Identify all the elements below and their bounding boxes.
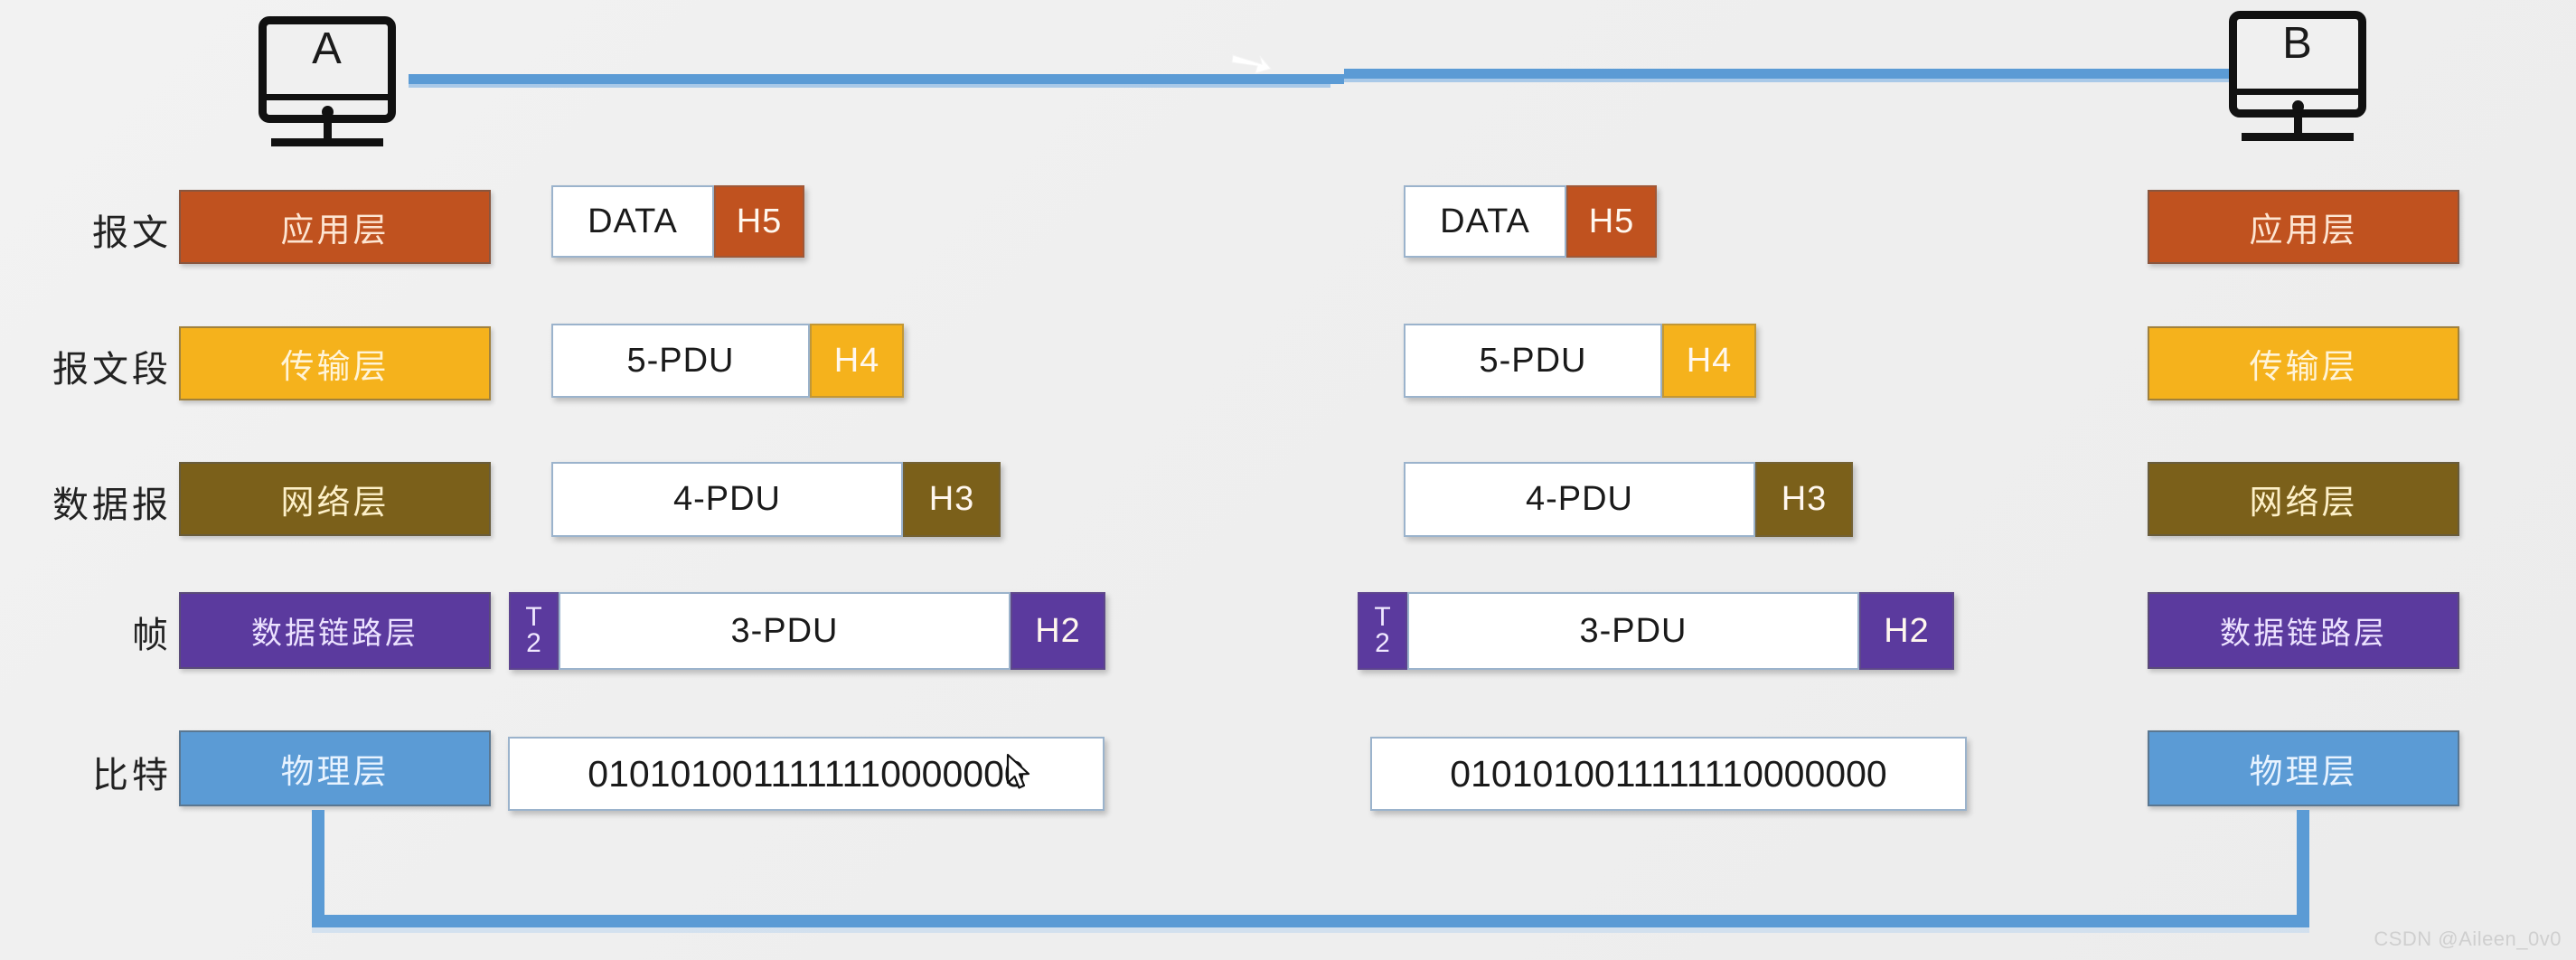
pdu-header-h4-right: H4 (1662, 324, 1756, 398)
pdu-body-3pdu-left: 3-PDU (559, 592, 1011, 670)
host-a-power-dot-icon (322, 106, 334, 118)
right-layer-transport[interactable]: 传输层 (2148, 326, 2459, 400)
host-a-stand-neck (324, 123, 332, 139)
pdu-row-message-right: DATA H5 (1404, 185, 1657, 258)
pdu-trailer-t2-left-line1: T (525, 602, 542, 633)
pdu-body-data-left: DATA (551, 185, 714, 258)
physical-connector-right-vertical (2297, 810, 2309, 927)
bits-box-left: 0101010011111110000000 (508, 737, 1105, 811)
pdu-row-frame-right: T 2 3-PDU H2 (1358, 592, 1954, 670)
link-line-right-segment (1344, 69, 2298, 79)
right-layer-datalink[interactable]: 数据链路层 (2148, 592, 2459, 669)
physical-connector-bottom-glow (312, 927, 2309, 933)
pdu-row-segment-left: 5-PDU H4 (551, 324, 904, 398)
pdu-body-5pdu-right: 5-PDU (1404, 324, 1662, 398)
pdu-body-data-right: DATA (1404, 185, 1566, 258)
host-b-screen (2229, 11, 2366, 118)
pdu-header-h3-right: H3 (1755, 462, 1853, 537)
left-layer-transport[interactable]: 传输层 (179, 326, 491, 400)
host-b-monitor: B (2229, 11, 2366, 146)
pdu-header-h5-left: H5 (714, 185, 804, 258)
right-layer-application[interactable]: 应用层 (2148, 190, 2459, 264)
mouse-cursor-icon (1006, 753, 1030, 789)
row-label-frame: 帧 (132, 616, 172, 655)
pdu-row-frame-left: T 2 3-PDU H2 (509, 592, 1105, 670)
row-label-datagram: 数据报 (52, 485, 172, 525)
physical-connector-bottom-horizontal (312, 915, 2309, 927)
host-b-label: B (2282, 19, 2313, 68)
row-label-bit: 比特 (92, 756, 172, 795)
left-layer-application[interactable]: 应用层 (179, 190, 491, 264)
left-layer-network[interactable]: 网络层 (179, 462, 491, 536)
right-layer-network[interactable]: 网络层 (2148, 462, 2459, 536)
pdu-row-message-left: DATA H5 (551, 185, 804, 258)
pdu-header-h3-left: H3 (903, 462, 1001, 537)
pdu-row-segment-right: 5-PDU H4 (1404, 324, 1756, 398)
pdu-header-h5-right: H5 (1566, 185, 1657, 258)
pdu-body-4pdu-right: 4-PDU (1404, 462, 1755, 537)
pdu-header-h2-right: H2 (1859, 592, 1954, 670)
link-line-left-segment (409, 74, 1344, 84)
row-label-message: 报文 (92, 213, 172, 253)
host-b-power-dot-icon (2292, 100, 2304, 113)
pdu-header-h2-left: H2 (1011, 592, 1105, 670)
bits-box-right: 0101010011111110000000 (1370, 737, 1967, 811)
host-a-stand-base (271, 138, 383, 146)
pdu-row-datagram-left: 4-PDU H3 (551, 462, 1001, 537)
host-a-divider (262, 94, 392, 100)
row-label-segment: 报文段 (52, 350, 172, 390)
pdu-body-4pdu-left: 4-PDU (551, 462, 903, 537)
link-line-right-shadow (1344, 79, 2298, 82)
link-line-shadow (409, 83, 1330, 88)
pdu-body-3pdu-right: 3-PDU (1407, 592, 1859, 670)
pdu-header-h4-left: H4 (810, 324, 904, 398)
physical-connector-left-vertical (312, 810, 324, 927)
host-b-stand-base (2242, 133, 2354, 141)
pdu-row-datagram-right: 4-PDU H3 (1404, 462, 1853, 537)
host-a-screen (259, 16, 396, 123)
host-b-divider (2233, 89, 2363, 95)
left-layer-physical[interactable]: 物理层 (179, 730, 491, 806)
host-b-stand-neck (2294, 118, 2302, 134)
watermark: CSDN @Aileen_0v0 (2374, 927, 2562, 950)
pdu-trailer-t2-right: T 2 (1358, 592, 1407, 670)
pdu-trailer-t2-right-line1: T (1374, 602, 1391, 633)
pdu-body-5pdu-left: 5-PDU (551, 324, 810, 398)
host-a-label: A (312, 24, 343, 73)
pdu-trailer-t2-left: T 2 (509, 592, 559, 670)
right-layer-physical[interactable]: 物理层 (2148, 730, 2459, 806)
arrow-marker-icon (1231, 54, 1272, 74)
left-layer-datalink[interactable]: 数据链路层 (179, 592, 491, 669)
pdu-trailer-t2-left-line2: 2 (526, 628, 541, 658)
host-a-monitor: A (259, 16, 396, 152)
pdu-trailer-t2-right-line2: 2 (1375, 628, 1390, 658)
